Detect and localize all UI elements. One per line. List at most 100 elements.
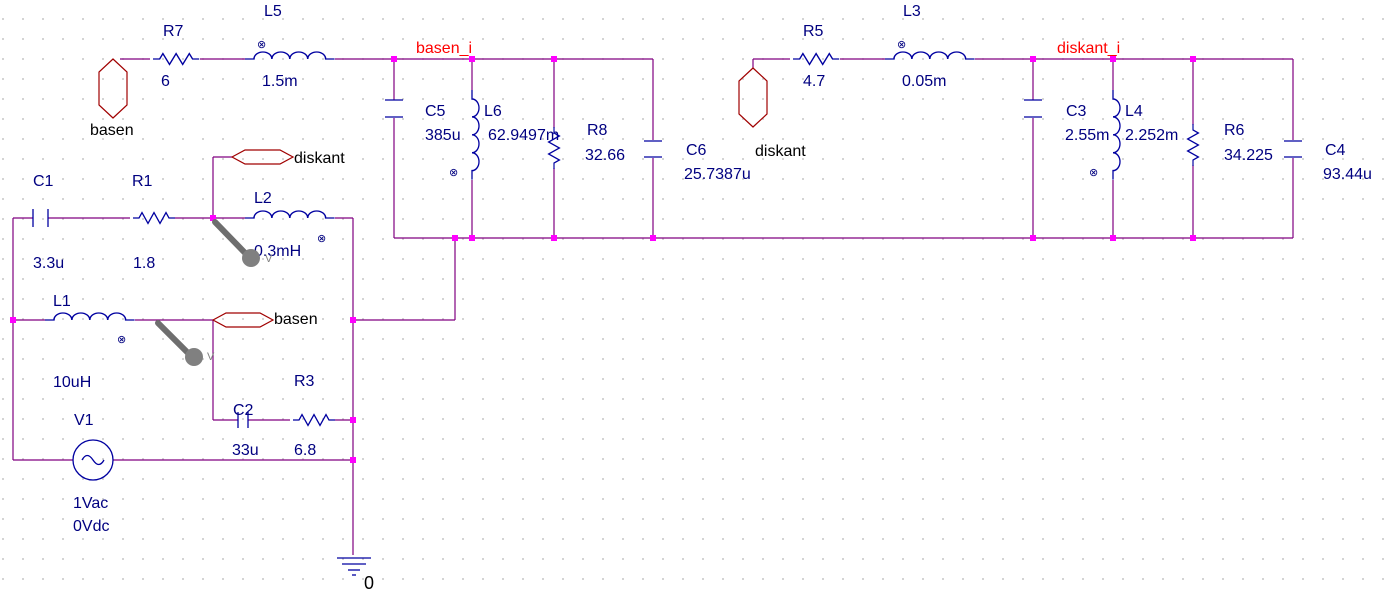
junction-dot xyxy=(10,317,16,323)
l2-ref: L2 xyxy=(254,190,272,207)
net-label-basen-i: basen_i xyxy=(416,40,472,57)
l2-dot-marker: ⊗ xyxy=(317,233,326,245)
junction-dot xyxy=(1030,56,1036,62)
junction-dot xyxy=(350,417,356,423)
l6-value: 62.9497m xyxy=(488,127,559,144)
l2-value: 0.3mH xyxy=(254,243,301,260)
l3-ref: L3 xyxy=(903,3,921,20)
port-diskant-label: diskant xyxy=(294,150,345,167)
c3-ref: C3 xyxy=(1066,103,1087,120)
junction-dot xyxy=(1190,235,1196,241)
inductor-l3[interactable] xyxy=(884,51,976,60)
junction-dot xyxy=(1030,235,1036,241)
c6-value: 25.7387u xyxy=(684,166,751,183)
r1-value: 1.8 xyxy=(133,255,155,272)
inductor-l2[interactable] xyxy=(244,210,336,219)
inductor-l6[interactable] xyxy=(471,89,480,181)
junctions xyxy=(10,56,1196,463)
junction-dot xyxy=(1110,56,1116,62)
r8-value: 32.66 xyxy=(585,147,625,164)
junction-dot xyxy=(551,56,557,62)
port-diskant-left[interactable] xyxy=(738,67,768,128)
junction-dot xyxy=(469,56,475,62)
r1-ref: R1 xyxy=(132,173,153,190)
r7-ref: R7 xyxy=(163,23,184,40)
r3-ref: R3 xyxy=(294,373,315,390)
junction-dot xyxy=(1190,56,1196,62)
c5-ref: C5 xyxy=(425,103,446,120)
voltage-source-v1[interactable] xyxy=(72,439,114,481)
l3-value: 0.05m xyxy=(902,73,946,90)
l6-ref: L6 xyxy=(484,103,502,120)
c4-ref: C4 xyxy=(1325,142,1346,159)
capacitor-c4[interactable] xyxy=(1284,140,1302,158)
capacitor-c5[interactable] xyxy=(385,99,403,118)
r3-value: 6.8 xyxy=(294,442,316,459)
r6-ref: R6 xyxy=(1224,122,1245,139)
port-diskant-top[interactable] xyxy=(230,149,295,165)
l1-ref: L1 xyxy=(53,293,71,310)
port-basen-top-label: basen xyxy=(90,122,134,139)
resistor-r1[interactable] xyxy=(132,211,176,225)
junction-dot xyxy=(350,457,356,463)
resistor-r7[interactable] xyxy=(152,52,200,66)
l4-ref: L4 xyxy=(1125,103,1143,120)
r5-value: 4.7 xyxy=(803,73,825,90)
c6-ref: C6 xyxy=(686,142,707,159)
inductor-l4[interactable] xyxy=(1112,89,1121,181)
l5-ref: L5 xyxy=(264,3,282,20)
voltage-probe-top[interactable] xyxy=(212,219,260,267)
v1-ref: V1 xyxy=(74,412,94,429)
l5-value: 1.5m xyxy=(262,73,298,90)
junction-dot xyxy=(1110,235,1116,241)
c5-value: 385u xyxy=(425,127,461,144)
ground-label: 0 xyxy=(364,573,374,593)
probe-letter-bottom: V xyxy=(207,351,215,363)
junction-dot xyxy=(551,235,557,241)
port-basen-top[interactable] xyxy=(98,58,128,119)
resistor-r6[interactable] xyxy=(1186,123,1200,167)
inductor-l1[interactable] xyxy=(44,312,136,321)
c2-ref: C2 xyxy=(233,402,254,419)
v1-dc: 0Vdc xyxy=(73,518,109,535)
junction-dot xyxy=(650,235,656,241)
l5-dot-marker: ⊗ xyxy=(257,39,266,51)
resistor-r3[interactable] xyxy=(292,413,336,427)
r7-value: 6 xyxy=(161,73,170,90)
l1-value: 10uH xyxy=(53,374,91,391)
c3-value: 2.55m xyxy=(1065,127,1109,144)
inductor-l5[interactable] xyxy=(244,51,336,60)
capacitor-c6[interactable] xyxy=(644,140,662,158)
voltage-probe-bottom[interactable] xyxy=(155,320,203,366)
probe-letter-top: V xyxy=(265,253,273,265)
port-basen-left-label: basen xyxy=(274,311,318,328)
junction-dot xyxy=(469,235,475,241)
port-basen-left[interactable] xyxy=(211,312,275,328)
r8-ref: R8 xyxy=(587,122,608,139)
v1-ac: 1Vac xyxy=(73,495,108,512)
wires xyxy=(12,58,1294,555)
c1-ref: C1 xyxy=(33,173,54,190)
capacitor-c1[interactable] xyxy=(32,209,49,227)
l4-value: 2.252m xyxy=(1125,127,1178,144)
resistor-r5[interactable] xyxy=(792,52,840,66)
r5-ref: R5 xyxy=(803,23,824,40)
capacitor-c3[interactable] xyxy=(1024,99,1042,118)
c2-value: 33u xyxy=(232,442,259,459)
junction-dot xyxy=(452,235,458,241)
capacitor-c2[interactable] xyxy=(237,412,249,428)
port-diskant-left-label: diskant xyxy=(755,143,806,160)
ground-symbol xyxy=(337,557,371,576)
net-label-diskant-i: diskant_i xyxy=(1057,40,1120,57)
l1-dot-marker: ⊗ xyxy=(117,334,126,346)
junction-dot xyxy=(391,56,397,62)
junction-dot xyxy=(350,317,356,323)
c1-value: 3.3u xyxy=(33,255,64,272)
l6-dot-marker: ⊗ xyxy=(449,167,458,179)
junction-dot xyxy=(210,215,216,221)
l3-dot-marker: ⊗ xyxy=(897,39,906,51)
l4-dot-marker: ⊗ xyxy=(1089,167,1098,179)
r6-value: 34.225 xyxy=(1224,147,1273,164)
